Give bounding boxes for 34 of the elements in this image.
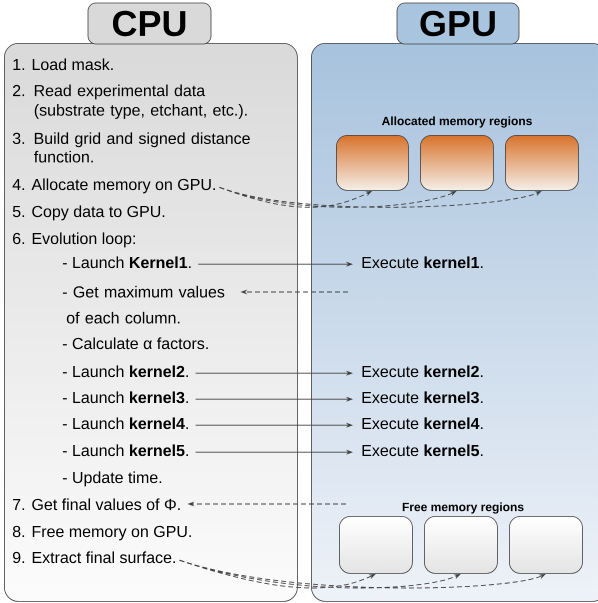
step-text: - Launch kernel2. bbox=[62, 365, 188, 378]
memory-region-box bbox=[420, 135, 494, 191]
step-text: - Calculate α factors. bbox=[62, 337, 208, 350]
step-text: Execute kernel3. bbox=[362, 391, 482, 404]
group-heading: Allocated memory regions bbox=[382, 116, 532, 128]
step-text: 4. Allocate memory on GPU. bbox=[12, 178, 215, 194]
step-text: Execute kernel4. bbox=[362, 417, 482, 430]
panel bbox=[4, 43, 298, 602]
step-text: 5. Copy data to GPU. bbox=[12, 205, 164, 220]
step-text: 1. Load mask. bbox=[13, 58, 113, 70]
step-text: - Launch kernel5. bbox=[62, 444, 188, 456]
step-text: 9. Extract final surface. bbox=[12, 551, 175, 564]
step-text: Execute kernel2. bbox=[362, 365, 482, 378]
memory-region-box bbox=[505, 135, 579, 191]
memory-region-box bbox=[339, 516, 413, 574]
step-text: - Launch kernel3. bbox=[62, 391, 188, 404]
step-text: 7. Get final values of Φ. bbox=[13, 498, 180, 510]
step-text: Execute kernel5. bbox=[362, 444, 482, 456]
step-text: - Launch kernel4. bbox=[62, 417, 188, 430]
step-text: - Launch Kernel1. bbox=[62, 256, 191, 268]
header-box: GPU bbox=[396, 2, 520, 44]
panel bbox=[311, 43, 598, 602]
step-text: - Update time. bbox=[62, 471, 162, 486]
group-heading: Free memory regions bbox=[402, 502, 524, 514]
memory-region-box bbox=[509, 516, 583, 574]
step-text: Execute kernel1. bbox=[362, 256, 482, 268]
header-box: CPU bbox=[88, 2, 212, 44]
step-text: 8. Free memory on GPU. bbox=[12, 526, 191, 540]
memory-region-box bbox=[424, 516, 498, 574]
step-text: 2. Read experimental data (substrate type, etchant, etc.). bbox=[13, 84, 247, 119]
step-text: 6. Evolution loop: bbox=[13, 232, 135, 248]
memory-region-box bbox=[336, 135, 409, 191]
step-text: 3. Build grid and signed distance function. bbox=[12, 132, 250, 163]
step-text: - Get maximum values of each column. bbox=[62, 286, 224, 324]
